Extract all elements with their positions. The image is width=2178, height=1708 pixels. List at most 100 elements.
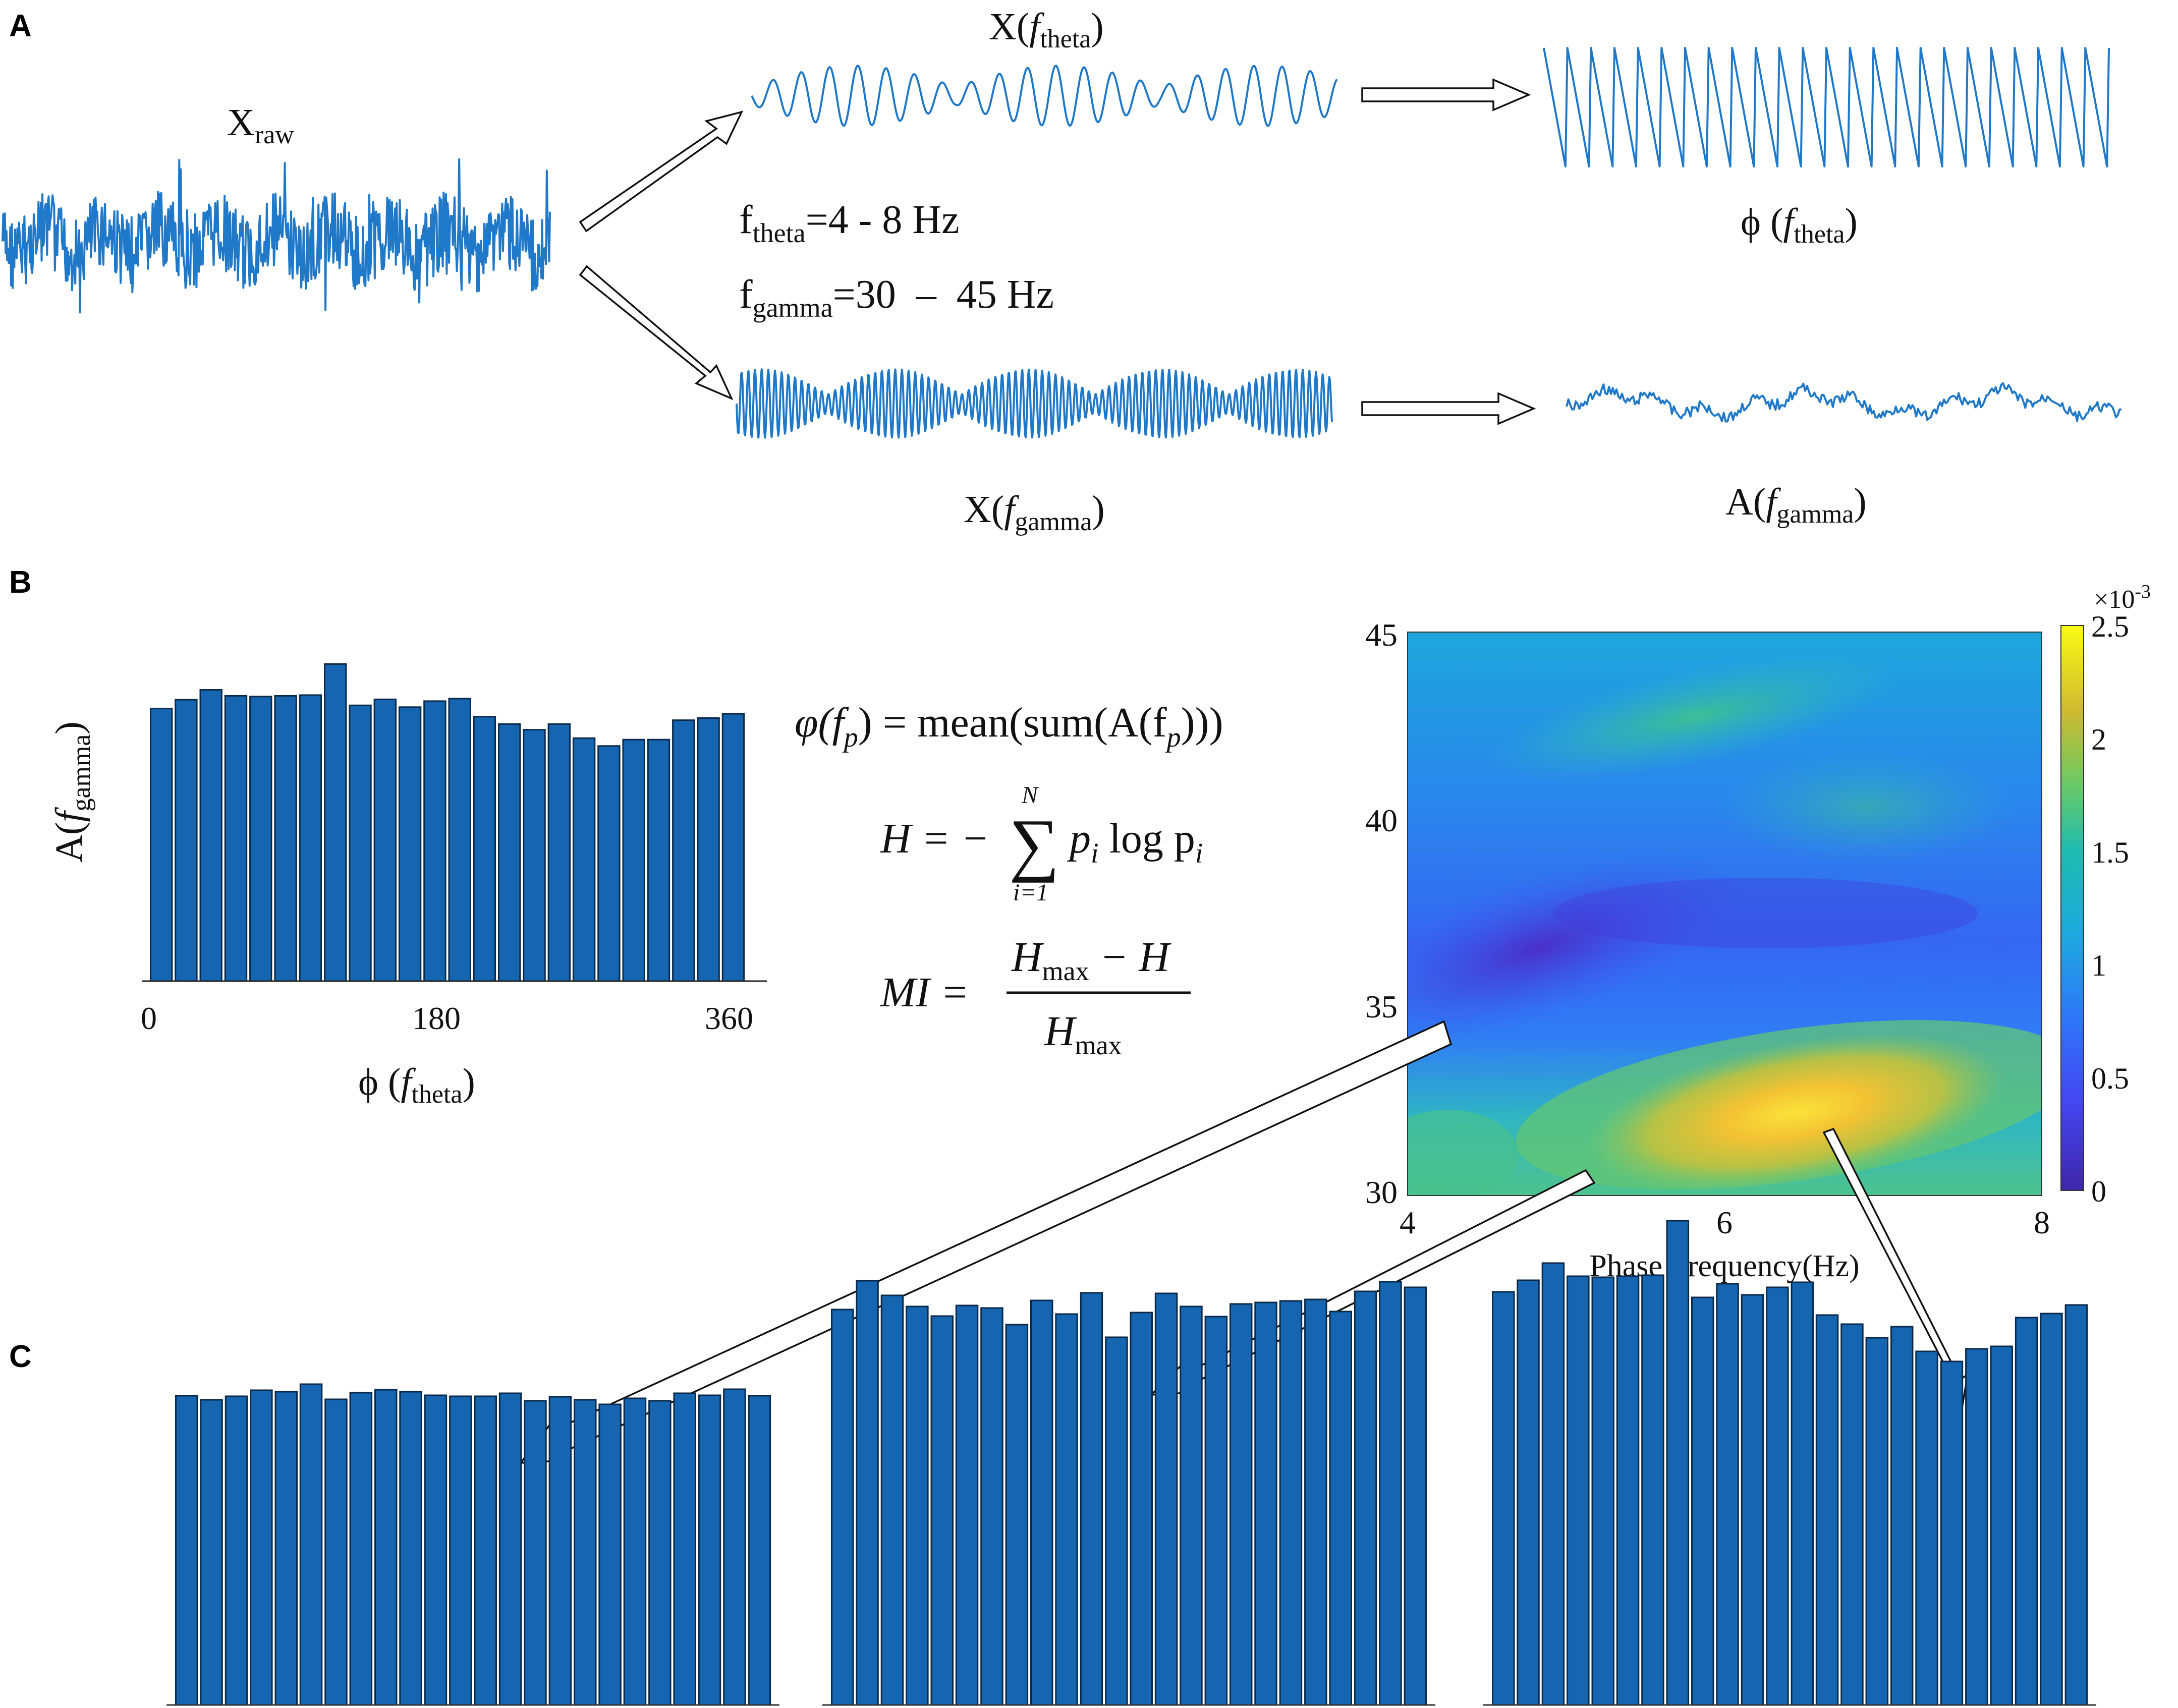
- svg-text:H = −: H = −: [880, 815, 989, 862]
- histogram-c3-bar: [1716, 1283, 1739, 1706]
- histogram-c3-bar: [2015, 1317, 2038, 1706]
- theta-band-text: ftheta=4 - 8 Hz: [739, 198, 960, 248]
- colorbar-tick-0: 0: [2091, 1175, 2106, 1208]
- histogram-bar: [349, 704, 372, 982]
- histogram-c2-bar: [1379, 1281, 1402, 1706]
- histogram-c1-bar: [225, 1395, 248, 1706]
- histogram-c1-bar: [449, 1395, 472, 1706]
- histogram-bar: [274, 695, 297, 982]
- histogram-c3-bar: [1741, 1294, 1764, 1706]
- histogram-xtick-360: 360: [705, 1000, 753, 1036]
- histogram-c1-bar: [498, 1392, 522, 1706]
- arrow-gamma-to-amplitude: [1361, 392, 1536, 425]
- histogram-c3-bar: [1915, 1350, 1938, 1706]
- svg-text:N: N: [1021, 782, 1039, 809]
- arrow-theta-to-phase: [1361, 78, 1531, 111]
- histogram-xtick-0: 0: [141, 1000, 157, 1036]
- histogram-c2-bar: [880, 1294, 904, 1706]
- histogram-xtick-180: 180: [412, 1000, 461, 1036]
- histogram-c1-bar: [324, 1398, 348, 1706]
- histogram-c1-bar: [723, 1388, 746, 1706]
- histogram-c2-bar: [1055, 1313, 1078, 1706]
- histogram-c3-bar: [1815, 1314, 1839, 1706]
- histogram-c2-bar: [1105, 1336, 1128, 1706]
- histogram-bar: [224, 695, 248, 982]
- histogram-c1-bar: [648, 1400, 672, 1706]
- colorbar-exponent: ×10-3: [2094, 581, 2151, 614]
- histogram-c2-bar: [1130, 1312, 1153, 1706]
- heatmap-ytick-40: 40: [1365, 803, 1398, 838]
- histogram-bar: [498, 723, 521, 982]
- histogram-c1-bar: [524, 1400, 547, 1706]
- gamma-band-text: fgamma=30 – 45 Hz: [739, 272, 1054, 323]
- histogram-c1-bar: [374, 1389, 398, 1706]
- arrow-raw-to-gamma: [579, 265, 734, 401]
- histogram-bar: [721, 713, 745, 982]
- histogram-c2-bar: [1404, 1286, 1427, 1706]
- histogram-c2-bar: [1279, 1300, 1303, 1706]
- histogram-c3-bar: [1965, 1348, 1988, 1706]
- arrow-raw-to-theta: [579, 110, 744, 233]
- gamma-signal-trace: [736, 368, 1333, 439]
- histogram-bar: [398, 706, 422, 982]
- histogram-c2-bar: [930, 1315, 954, 1706]
- histogram-bar: [423, 700, 446, 982]
- histogram-c3-bar: [2040, 1313, 2063, 1706]
- svg-text:pi log pi: pi log pi: [1067, 815, 1203, 869]
- formula-modulation-index: MI = Hmax − H Hmax: [880, 934, 1191, 1060]
- histogram-c3-bar: [1517, 1279, 1540, 1706]
- phase-amplitude-histogram: [150, 663, 745, 982]
- svg-text:Hmax − H: Hmax − H: [1011, 934, 1171, 986]
- histogram-c2-bar: [1080, 1292, 1103, 1706]
- histogram-c2-bar: [831, 1308, 854, 1706]
- colorbar-tick-1: 1: [2091, 949, 2106, 982]
- histogram-c3-bar: [1492, 1291, 1515, 1706]
- theta-signal-trace: [751, 65, 1338, 127]
- histogram-c3-bar: [1541, 1262, 1565, 1706]
- histogram-c2-bar: [856, 1280, 879, 1706]
- panel-label-a: A: [9, 9, 32, 43]
- histogram-c1-bar: [698, 1394, 721, 1706]
- histogram-c1-bar: [598, 1403, 622, 1706]
- histogram-c3-bar: [1691, 1296, 1714, 1706]
- histogram-bar: [572, 737, 596, 982]
- histogram-y-label: A(fgamma): [48, 721, 96, 863]
- histogram-bar: [523, 729, 546, 982]
- histogram-c1-bar: [200, 1399, 223, 1706]
- histogram-c1-bar: [748, 1395, 771, 1706]
- histogram-c2-bar: [1030, 1299, 1053, 1706]
- svg-text:∑: ∑: [1009, 805, 1059, 883]
- histogram-c1-bar: [250, 1389, 273, 1706]
- histogram-c1-bar: [548, 1396, 572, 1706]
- colorbar: [2060, 625, 2084, 1191]
- histogram-c1-bar: [349, 1392, 373, 1706]
- formula-mean-amplitude: φ(fp) = mean(sum(A(fp))): [795, 699, 1223, 753]
- svg-text:Hmax: Hmax: [1044, 1008, 1122, 1060]
- histogram-c3-bar: [1840, 1323, 1864, 1706]
- histogram-c3-bar: [1791, 1281, 1814, 1706]
- histogram-bar: [175, 699, 198, 982]
- heatmap-frame: [1407, 632, 2042, 1196]
- histogram-bar: [448, 698, 471, 982]
- colorbar-tick-0.5: 0.5: [2091, 1062, 2129, 1095]
- amplitude-envelope-trace: [1566, 382, 2122, 423]
- histogram-c2-bar: [1230, 1303, 1253, 1706]
- histogram-bar: [249, 696, 272, 982]
- histogram-c2-bar: [1204, 1316, 1228, 1706]
- histogram-c3-bar: [1666, 1220, 1690, 1706]
- heatmap-xtick-8: 8: [2034, 1205, 2050, 1240]
- heatmap-ytick-30: 30: [1365, 1174, 1398, 1210]
- svg-text:φ(fp) = mean(sum(A(fp))): φ(fp) = mean(sum(A(fp))): [795, 699, 1223, 753]
- histogram-c3-bar: [1616, 1275, 1640, 1706]
- phase-signal-label: ϕ (ftheta): [1741, 201, 1858, 249]
- histogram-bar: [547, 723, 571, 982]
- histogram-c3-bar: [2064, 1304, 2088, 1706]
- histogram-c2-bar: [1254, 1301, 1277, 1706]
- panel-label-c: C: [9, 1339, 32, 1374]
- histogram-c3-bar: [1890, 1326, 1914, 1706]
- histogram-c2-bar: [955, 1304, 979, 1706]
- histogram-c3: [1492, 1220, 2088, 1706]
- histogram-c1-bar: [673, 1392, 696, 1706]
- histogram-bar: [473, 716, 496, 982]
- heatmap-xtick-4: 4: [1400, 1205, 1416, 1240]
